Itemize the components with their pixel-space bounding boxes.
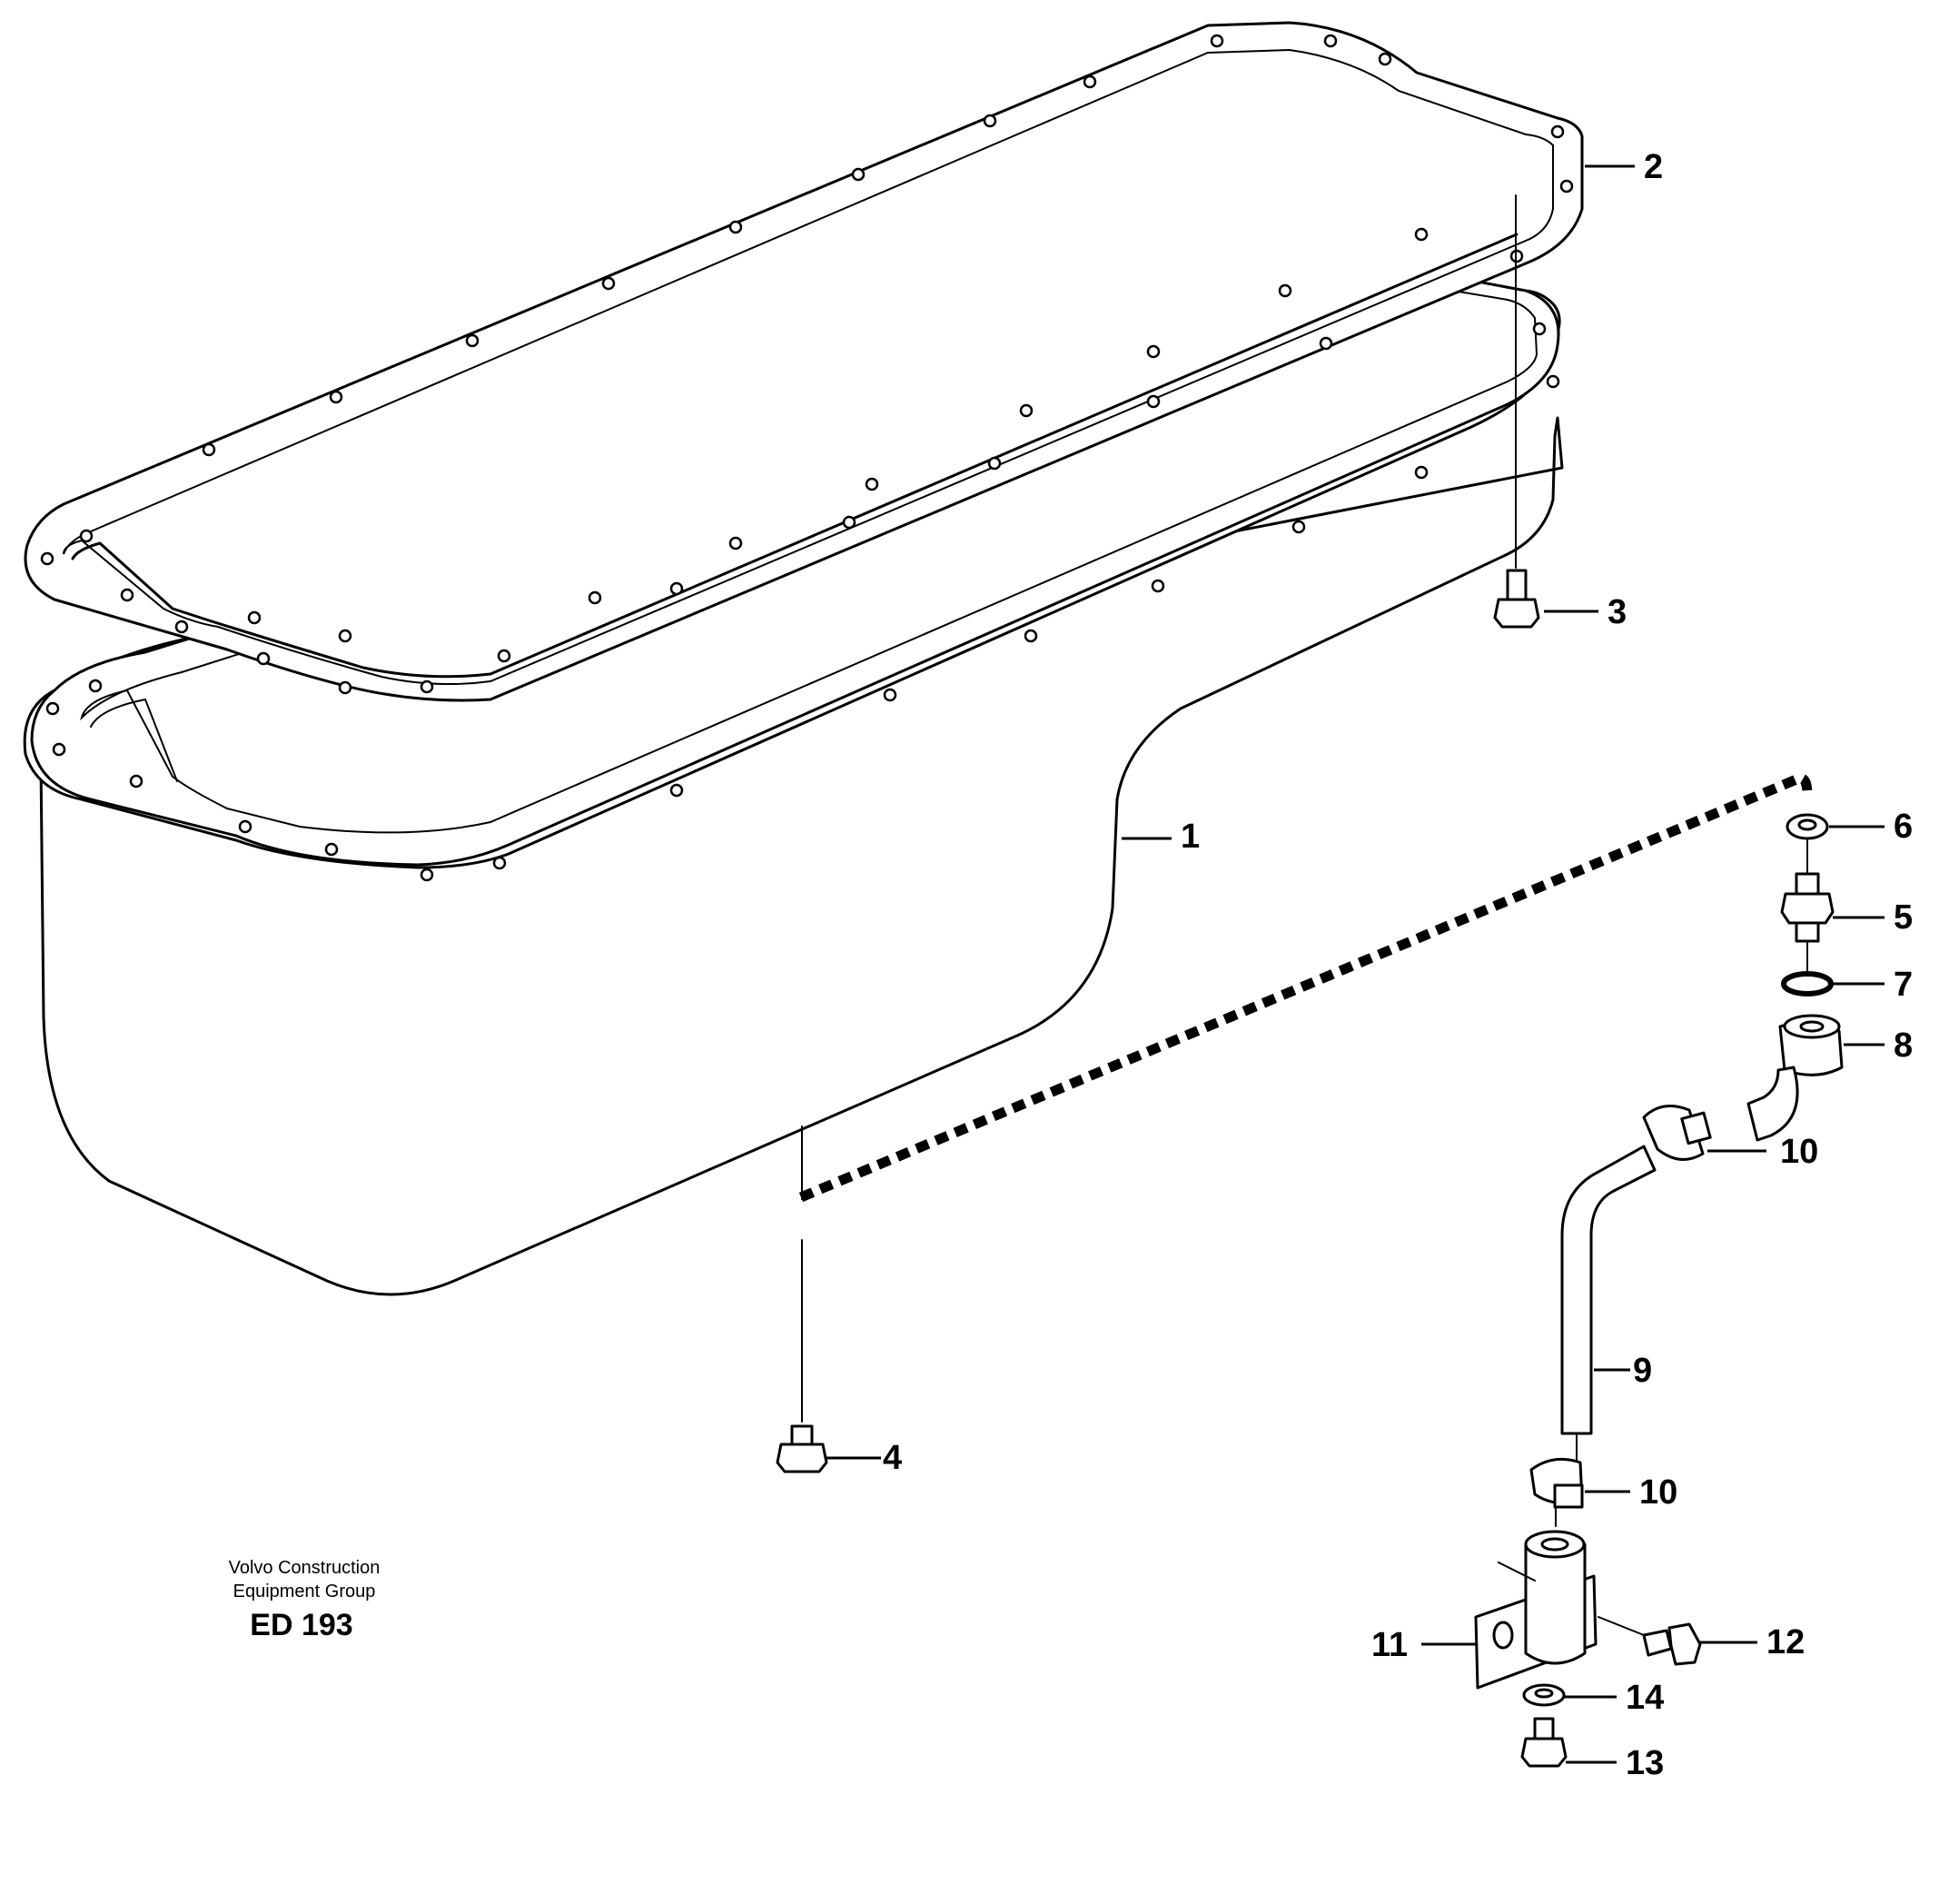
caption-line-1: Volvo Construction: [229, 1558, 381, 1578]
callout-4: 4: [883, 1439, 902, 1477]
screw-12: [1598, 1616, 1702, 1666]
hose-clamp-10-lower: [1529, 1457, 1584, 1527]
callout-10-upper: 10: [1780, 1133, 1818, 1171]
callout-1: 1: [1181, 818, 1200, 856]
caption-line-2: Equipment Group: [233, 1582, 376, 1602]
callout-9: 9: [1633, 1352, 1652, 1390]
callout-12: 12: [1766, 1623, 1805, 1661]
bracket-11: [1474, 1530, 1598, 1690]
elbow-8: [1746, 1014, 1844, 1142]
callout-3: 3: [1608, 593, 1627, 631]
callout-13: 13: [1626, 1744, 1664, 1782]
bolt-3: [1493, 194, 1540, 629]
hose-9: [1560, 1145, 1657, 1463]
hose-clamp-10-upper: [1642, 1105, 1712, 1161]
o-ring-7: [1781, 971, 1834, 997]
callout-5: 5: [1894, 898, 1913, 937]
callout-numbers: 1 2 3 4 6 5 7 8 10 9 10 11 12 14 13: [883, 148, 1913, 1782]
callout-11: 11: [1371, 1626, 1408, 1664]
diagram-code: ED 193: [250, 1608, 352, 1642]
caption-block: Volvo Construction Equipment Group ED 19…: [229, 1558, 381, 1642]
drain-plug-4: [776, 1126, 828, 1473]
nipple-5: [1780, 839, 1835, 973]
bolt-13: [1520, 1717, 1568, 1768]
callout-7: 7: [1894, 966, 1913, 1004]
gasket-bolt-holes: [40, 34, 1574, 695]
pan-bolt-holes: [45, 227, 1560, 882]
callout-14: 14: [1626, 1679, 1664, 1717]
callout-2: 2: [1644, 148, 1663, 186]
dashed-hose-route: [798, 773, 1813, 1203]
leader-lines: [826, 164, 1885, 1764]
callout-6: 6: [1894, 808, 1913, 846]
gasket: [24, 21, 1584, 702]
callout-8: 8: [1894, 1026, 1913, 1065]
callout-10-lower: 10: [1639, 1473, 1677, 1512]
washer-6: [1786, 813, 1829, 840]
washer-14: [1522, 1683, 1566, 1707]
